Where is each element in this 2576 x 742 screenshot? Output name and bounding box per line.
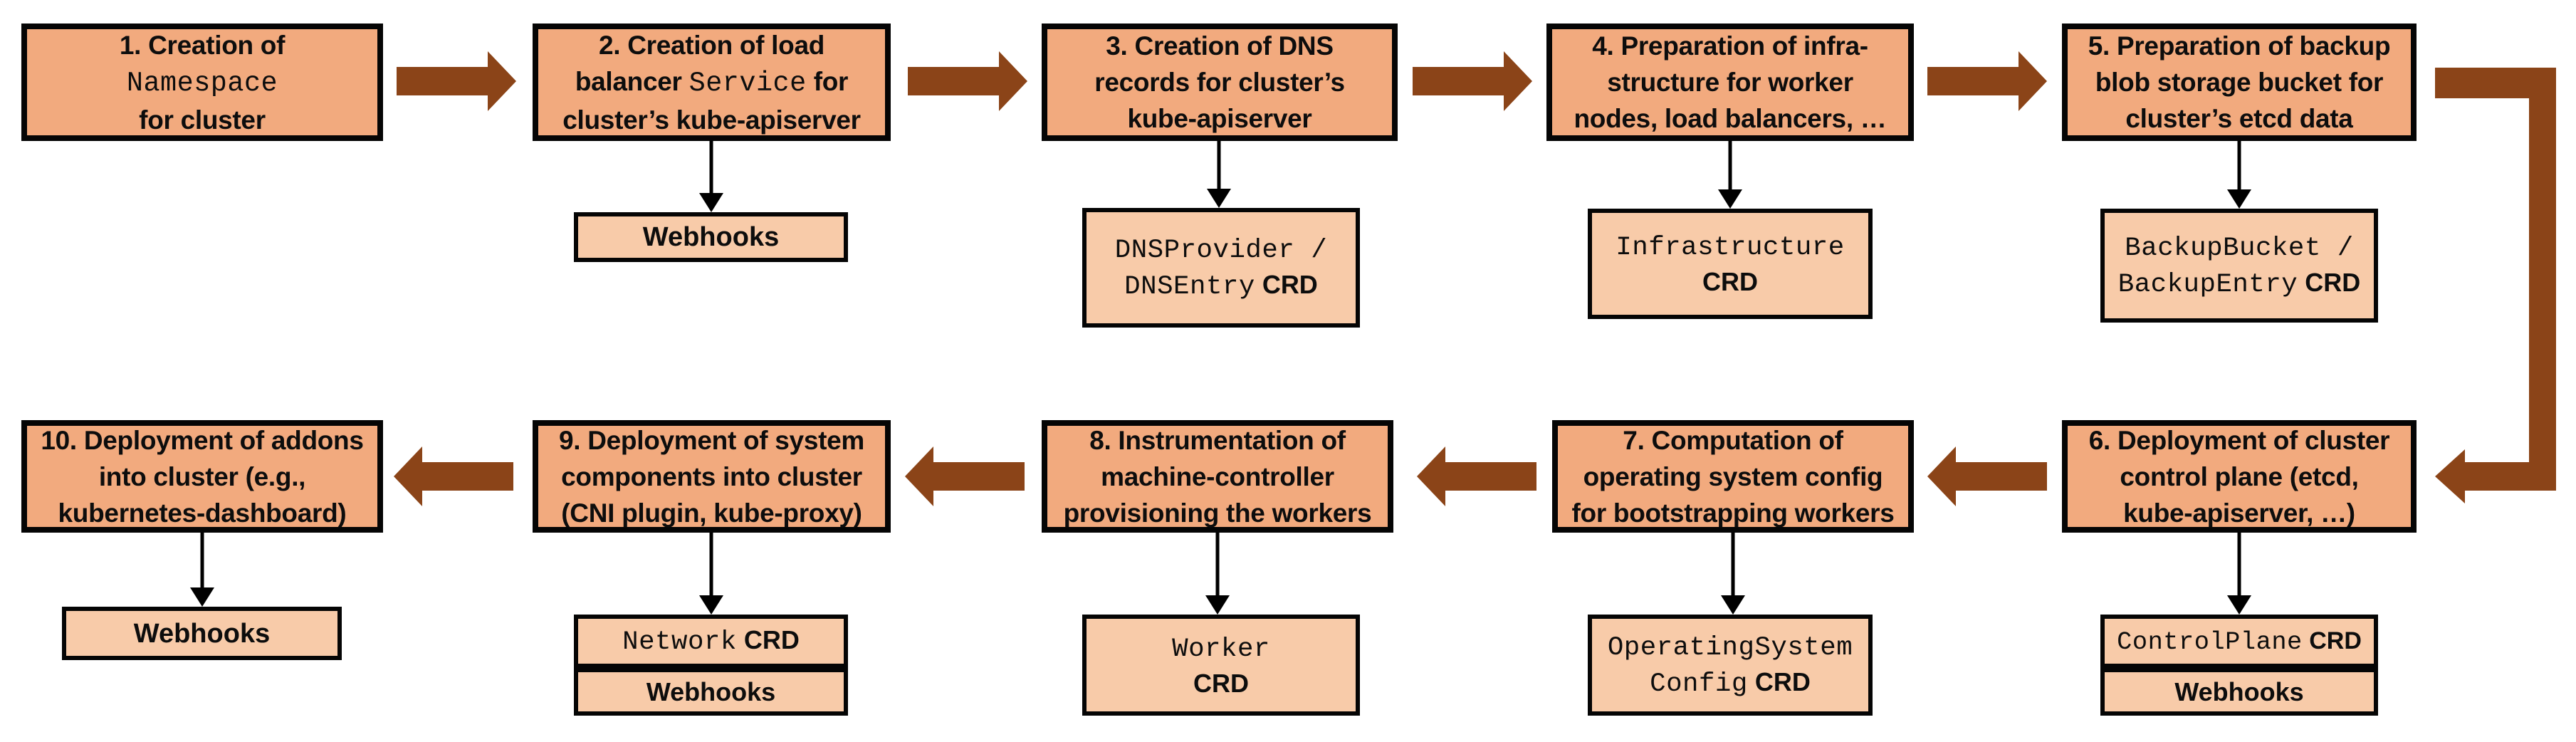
step-3-crd-label: DNSProvider /DNSEntry CRD [1114,236,1328,302]
connector-step-2-to-webhooks [699,141,723,212]
step-9-webhooks-label: Webhooks [646,676,776,706]
arrow-step6-to-step7 [1927,446,2047,506]
step-6-webhooks-box: Webhooks [2100,668,2378,716]
connector-step-10-to-webhooks [190,533,214,607]
step-2-webhooks-label: Webhooks [642,222,780,252]
step-6-webhooks-label: Webhooks [2174,676,2304,706]
connector-step-4-to-crd [1718,141,1742,209]
arrow-step1-to-step2 [397,51,516,111]
connector-step-8-to-crd [1205,533,1230,615]
arrow-step3-to-step4 [1413,51,1532,111]
connector-step-5-to-crd [2227,141,2251,209]
connector-step-6-to-crd [2227,533,2251,615]
step-9-webhooks-box: Webhooks [574,668,848,716]
connector-step-9-to-crd [699,533,723,615]
step-2-webhooks-box: Webhooks [574,212,848,262]
step-5-crd-box: BackupBucket /BackupEntry CRD [2100,209,2378,323]
step-4-label: 4. Preparation of infra-structure for wo… [1574,31,1887,133]
connector-step-7-to-crd [1721,533,1745,615]
step-9-crd-box: Network CRD [574,615,848,668]
connector-step-3-to-crd [1207,141,1231,208]
arrow-step7-to-step8 [1417,446,1536,506]
step-5-crd-label: BackupBucket /BackupEntry CRD [2117,234,2361,300]
step-3-crd-box: DNSProvider /DNSEntry CRD [1082,208,1360,328]
arrow-step8-to-step9 [905,446,1025,506]
step-6-crd-box: ControlPlane CRD [2100,615,2378,668]
arrow-step2-to-step3 [908,51,1027,111]
arrow-step4-to-step5 [1927,51,2047,111]
step-10-webhooks-box: Webhooks [62,607,342,660]
step-10-webhooks-label: Webhooks [133,618,271,649]
step-9-crd-label: Network CRD [622,625,800,657]
step-4-box: 4. Preparation of infra-structure for wo… [1546,23,1914,141]
step-6-crd-label: ControlPlane CRD [2117,627,2362,657]
arrow-step9-to-step10 [394,446,513,506]
arrow-step5-to-step6 [2435,68,2556,503]
